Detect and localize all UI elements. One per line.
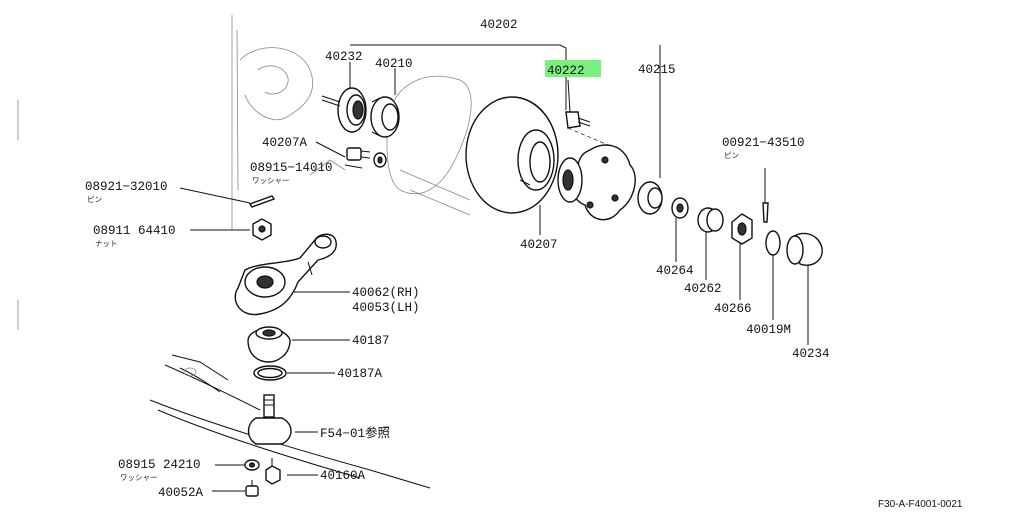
lock-cap-40266 bbox=[731, 213, 753, 245]
label-40215[interactable]: 40215 bbox=[638, 63, 676, 77]
label-40210[interactable]: 40210 bbox=[375, 57, 413, 71]
axle-hub-40202 bbox=[557, 144, 636, 221]
label-08915-24210[interactable]: 08915 24210 bbox=[118, 458, 201, 472]
knuckle-arm-40062 bbox=[234, 233, 337, 316]
label-08921-32010[interactable]: 08921−32010 bbox=[85, 180, 168, 194]
label-40222[interactable]: 40222 bbox=[547, 64, 585, 78]
ring-40187A bbox=[253, 365, 287, 381]
figure-reference-code: F30-A-F4001-0021 bbox=[878, 499, 963, 510]
label-40053[interactable]: 40053(LH) bbox=[352, 301, 420, 315]
label-08915-14010[interactable]: 08915−14010 bbox=[250, 161, 333, 175]
nut-40262 bbox=[697, 207, 724, 233]
label-40207[interactable]: 40207 bbox=[520, 238, 558, 252]
label-08915-24210-sub: ワッシャー bbox=[120, 473, 158, 482]
part-labels: 40202 40232 40210 40222 40215 40207A 089… bbox=[85, 18, 963, 510]
grease-cap-40234 bbox=[786, 232, 823, 266]
label-40202[interactable]: 40202 bbox=[480, 18, 518, 32]
dust-boot-40187 bbox=[247, 326, 291, 363]
cotter-pin-00921-43510 bbox=[762, 202, 769, 223]
label-40062[interactable]: 40062(RH) bbox=[352, 286, 420, 300]
label-40052A[interactable]: 40052A bbox=[158, 486, 204, 500]
assembly-dash bbox=[567, 127, 621, 151]
knuckle-outline bbox=[17, 15, 472, 330]
nut-40160A bbox=[265, 458, 281, 485]
washer-08915-14010 bbox=[373, 152, 387, 168]
label-40264[interactable]: 40264 bbox=[656, 264, 694, 278]
label-40262[interactable]: 40262 bbox=[684, 282, 722, 296]
label-40232[interactable]: 40232 bbox=[325, 50, 363, 64]
label-40187[interactable]: 40187 bbox=[352, 334, 390, 348]
label-40160A[interactable]: 40160A bbox=[320, 469, 366, 483]
label-40187A[interactable]: 40187A bbox=[337, 367, 383, 381]
hub-bolt-40222 bbox=[565, 111, 591, 129]
ball-joint-F54 bbox=[247, 394, 292, 445]
label-08911-64410[interactable]: 08911 64410 bbox=[93, 224, 176, 238]
leader-lines bbox=[179, 44, 809, 492]
o-ring-40019M bbox=[765, 230, 781, 256]
bolt-40052A bbox=[245, 480, 259, 497]
disc-rotor-40207 bbox=[465, 96, 559, 214]
label-F54-01[interactable]: F54−01参照 bbox=[320, 425, 390, 441]
oil-seal-40232 bbox=[337, 87, 367, 133]
nut-08911-64410 bbox=[252, 218, 272, 241]
label-00921-43510[interactable]: 00921−43510 bbox=[722, 136, 805, 150]
label-40207A[interactable]: 40207A bbox=[262, 136, 308, 150]
bolt-40207A bbox=[346, 147, 371, 161]
cotter-pin-08921-32010 bbox=[248, 195, 276, 208]
bearing-40215 bbox=[637, 181, 663, 215]
label-40266[interactable]: 40266 bbox=[714, 302, 752, 316]
label-08911-64410-sub: ナット bbox=[95, 239, 118, 248]
label-08915-14010-sub: ワッシャー bbox=[252, 176, 290, 185]
label-00921-43510-sub: ピン bbox=[724, 151, 739, 160]
label-40019M[interactable]: 40019M bbox=[746, 323, 791, 337]
washer-08915-24210 bbox=[244, 459, 260, 471]
bearing-40210 bbox=[370, 96, 400, 138]
stud-bolt bbox=[321, 95, 341, 107]
label-08921-32010-sub: ピン bbox=[87, 195, 102, 204]
part-highlight bbox=[545, 60, 601, 77]
label-40234[interactable]: 40234 bbox=[792, 347, 830, 361]
washer-40264 bbox=[671, 197, 689, 219]
